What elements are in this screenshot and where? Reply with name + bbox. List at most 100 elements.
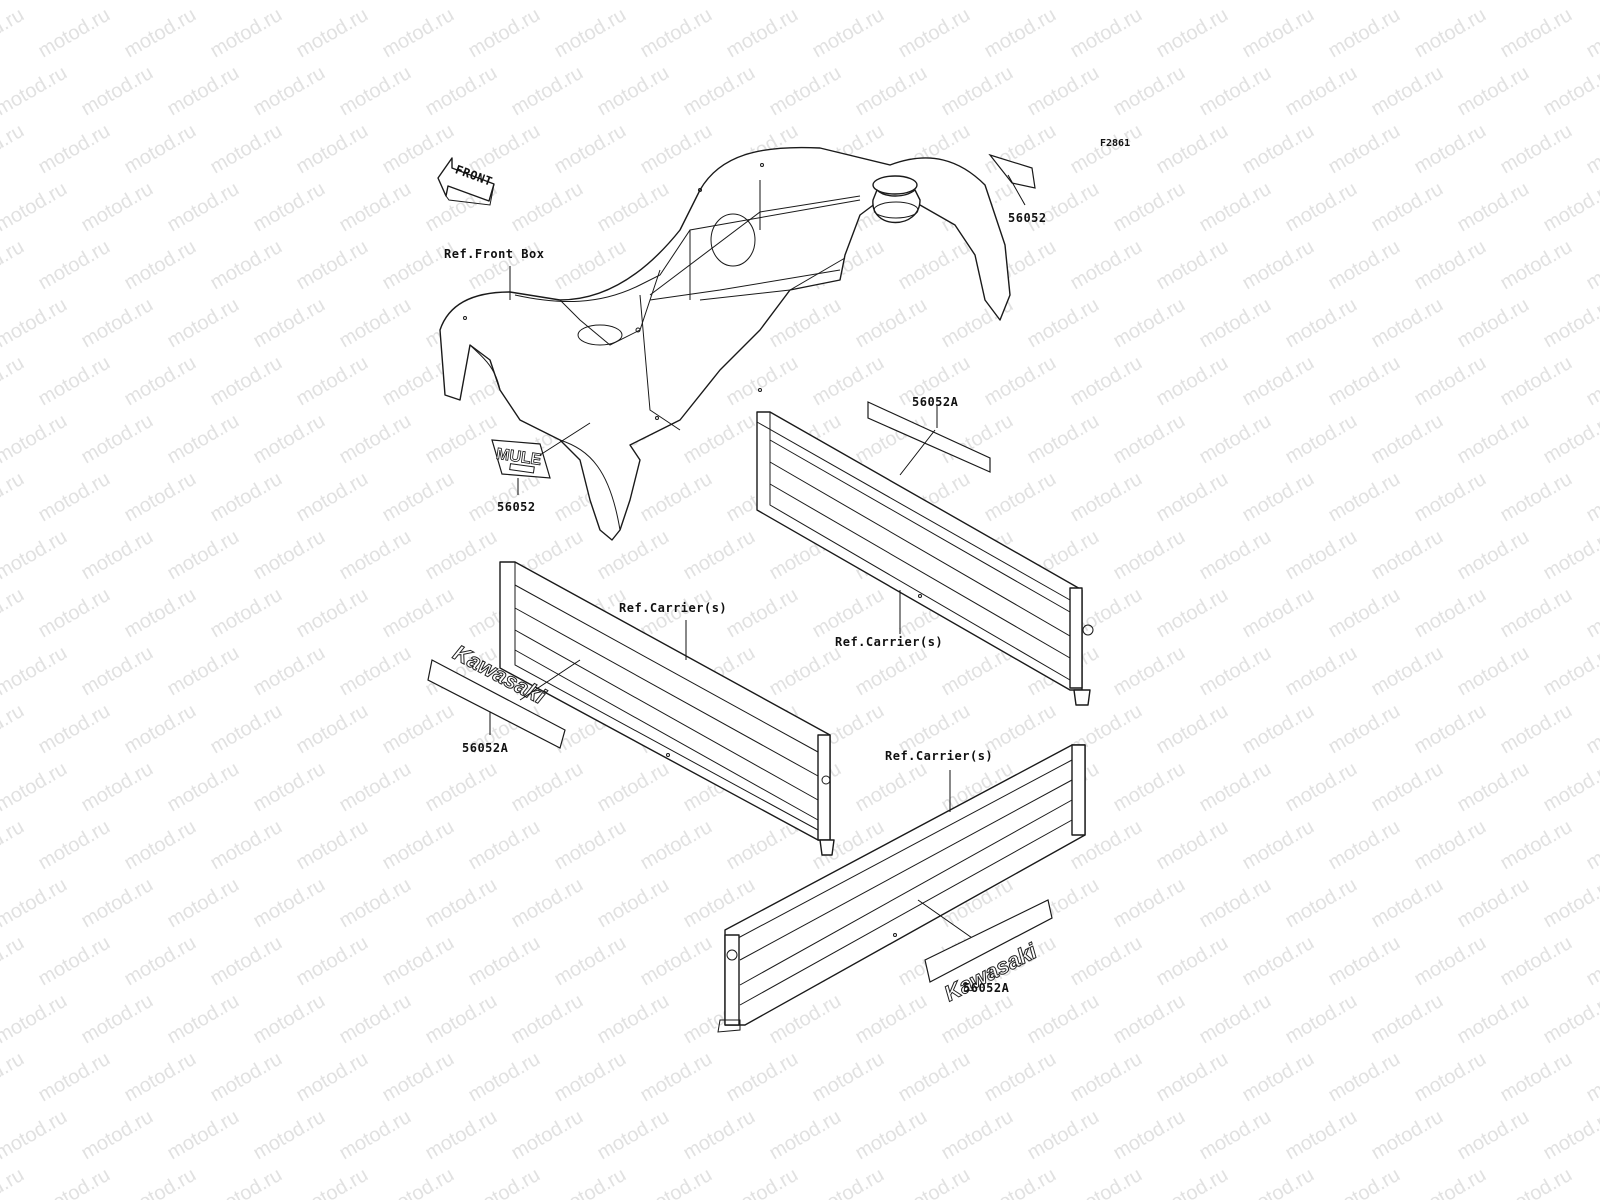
- watermark-text: motod.ru: [121, 468, 200, 527]
- watermark-text: motod.ru: [1325, 4, 1404, 63]
- watermark-text: motod.ru: [551, 932, 630, 991]
- watermark-text: motod.ru: [1067, 4, 1146, 63]
- watermark-text: motod.ru: [1497, 700, 1576, 759]
- watermark-text: motod.ru: [508, 1106, 587, 1165]
- watermark-text: motod.ru: [1497, 932, 1576, 991]
- watermark-text: motod.ru: [250, 62, 329, 121]
- watermark-text: motod.ru: [1024, 990, 1103, 1049]
- watermark-text: motod.ru: [1239, 120, 1318, 179]
- watermark-text: motod.ru: [121, 932, 200, 991]
- watermark-text: motod.ru: [1239, 1164, 1318, 1200]
- watermark-text: motod.ru: [0, 1048, 28, 1107]
- watermark-text: motod.ru: [465, 236, 544, 295]
- watermark-text: motod.ru: [723, 1164, 802, 1200]
- watermark-text: motod.ru: [594, 178, 673, 237]
- watermark-text: motod.ru: [1282, 1106, 1361, 1165]
- watermark-text: motod.ru: [0, 1164, 28, 1200]
- watermark-text: motod.ru: [422, 410, 501, 469]
- watermark-text: motod.ru: [336, 990, 415, 1049]
- watermark-text: motod.ru: [594, 0, 673, 4]
- watermark-text: motod.ru: [465, 816, 544, 875]
- watermark-text: motod.ru: [1454, 758, 1533, 817]
- watermark-text: motod.ru: [1239, 700, 1318, 759]
- watermark-text: motod.ru: [852, 1106, 931, 1165]
- watermark-text: motod.ru: [1325, 120, 1404, 179]
- watermark-text: motod.ru: [164, 642, 243, 701]
- watermark-text: motod.ru: [164, 294, 243, 353]
- watermark-text: motod.ru: [1110, 990, 1189, 1049]
- watermark-text: motod.ru: [121, 816, 200, 875]
- watermark-text: motod.ru: [1325, 352, 1404, 411]
- watermark-text: motod.ru: [551, 1048, 630, 1107]
- watermark-text: motod.ru: [1024, 294, 1103, 353]
- watermark-text: motod.ru: [293, 700, 372, 759]
- watermark-text: motod.ru: [1196, 526, 1275, 585]
- watermark-text: motod.ru: [250, 758, 329, 817]
- watermark-text: motod.ru: [852, 62, 931, 121]
- watermark-text: motod.ru: [1454, 874, 1533, 933]
- watermark-text: motod.ru: [422, 758, 501, 817]
- watermark-text: motod.ru: [1282, 294, 1361, 353]
- watermark-text: motod.ru: [1282, 178, 1361, 237]
- watermark-text: motod.ru: [1067, 1164, 1146, 1200]
- watermark-text: motod.ru: [250, 642, 329, 701]
- callout-ref-carrier-right: Ref.Carrier(s): [835, 635, 943, 649]
- watermark-text: motod.ru: [1497, 1164, 1576, 1200]
- watermark-text: motod.ru: [336, 526, 415, 585]
- watermark-text: motod.ru: [938, 62, 1017, 121]
- watermark-text: motod.ru: [1583, 1048, 1600, 1107]
- watermark-text: motod.ru: [1110, 294, 1189, 353]
- watermark-text: motod.ru: [78, 410, 157, 469]
- watermark-text: motod.ru: [121, 352, 200, 411]
- watermark-text: motod.ru: [1583, 700, 1600, 759]
- watermark-text: motod.ru: [0, 758, 71, 817]
- watermark-text: motod.ru: [508, 758, 587, 817]
- watermark-text: motod.ru: [1497, 120, 1576, 179]
- carrier-tailgate-bottom: [717, 744, 1086, 1033]
- callout-part-56052-mule: 56052: [497, 500, 536, 514]
- watermark-text: motod.ru: [1368, 526, 1447, 585]
- watermark-text: motod.ru: [895, 4, 974, 63]
- watermark-text: motod.ru: [121, 120, 200, 179]
- watermark-text: motod.ru: [1110, 758, 1189, 817]
- watermark-text: motod.ru: [35, 932, 114, 991]
- watermark-text: motod.ru: [293, 932, 372, 991]
- watermark-text: motod.ru: [1282, 410, 1361, 469]
- watermark-text: motod.ru: [1411, 352, 1490, 411]
- watermark-text: motod.ru: [637, 120, 716, 179]
- callout-part-56052-top: 56052: [1008, 211, 1047, 225]
- watermark-text: motod.ru: [422, 62, 501, 121]
- watermark-text: motod.ru: [0, 0, 71, 4]
- watermark-text: motod.ru: [1540, 1106, 1600, 1165]
- watermark-text: motod.ru: [35, 1164, 114, 1200]
- watermark-text: motod.ru: [1583, 584, 1600, 643]
- watermark-text: motod.ru: [250, 410, 329, 469]
- watermark-text: motod.ru: [207, 584, 286, 643]
- watermark-text: motod.ru: [1153, 932, 1232, 991]
- watermark-text: motod.ru: [723, 4, 802, 63]
- watermark-text: motod.ru: [1282, 874, 1361, 933]
- watermark-text: motod.ru: [1540, 874, 1600, 933]
- watermark-text: motod.ru: [1196, 0, 1275, 4]
- watermark-text: motod.ru: [164, 874, 243, 933]
- watermark-text: motod.ru: [0, 62, 71, 121]
- watermark-text: motod.ru: [1497, 584, 1576, 643]
- watermark-text: motod.ru: [336, 62, 415, 121]
- watermark-text: motod.ru: [250, 1106, 329, 1165]
- watermark-text: motod.ru: [465, 1048, 544, 1107]
- watermark-text: motod.ru: [508, 0, 587, 4]
- watermark-text: motod.ru: [0, 932, 28, 991]
- watermark-text: motod.ru: [0, 352, 28, 411]
- watermark-text: motod.ru: [1368, 874, 1447, 933]
- watermark-text: motod.ru: [680, 62, 759, 121]
- watermark-text: motod.ru: [637, 1164, 716, 1200]
- watermark-text: motod.ru: [35, 1048, 114, 1107]
- watermark-text: motod.ru: [78, 178, 157, 237]
- watermark-text: motod.ru: [0, 642, 71, 701]
- watermark-text: motod.ru: [637, 468, 716, 527]
- watermark-text: motod.ru: [1583, 236, 1600, 295]
- watermark-text: motod.ru: [1454, 0, 1533, 4]
- watermark-text: motod.ru: [379, 932, 458, 991]
- watermark-text: motod.ru: [293, 468, 372, 527]
